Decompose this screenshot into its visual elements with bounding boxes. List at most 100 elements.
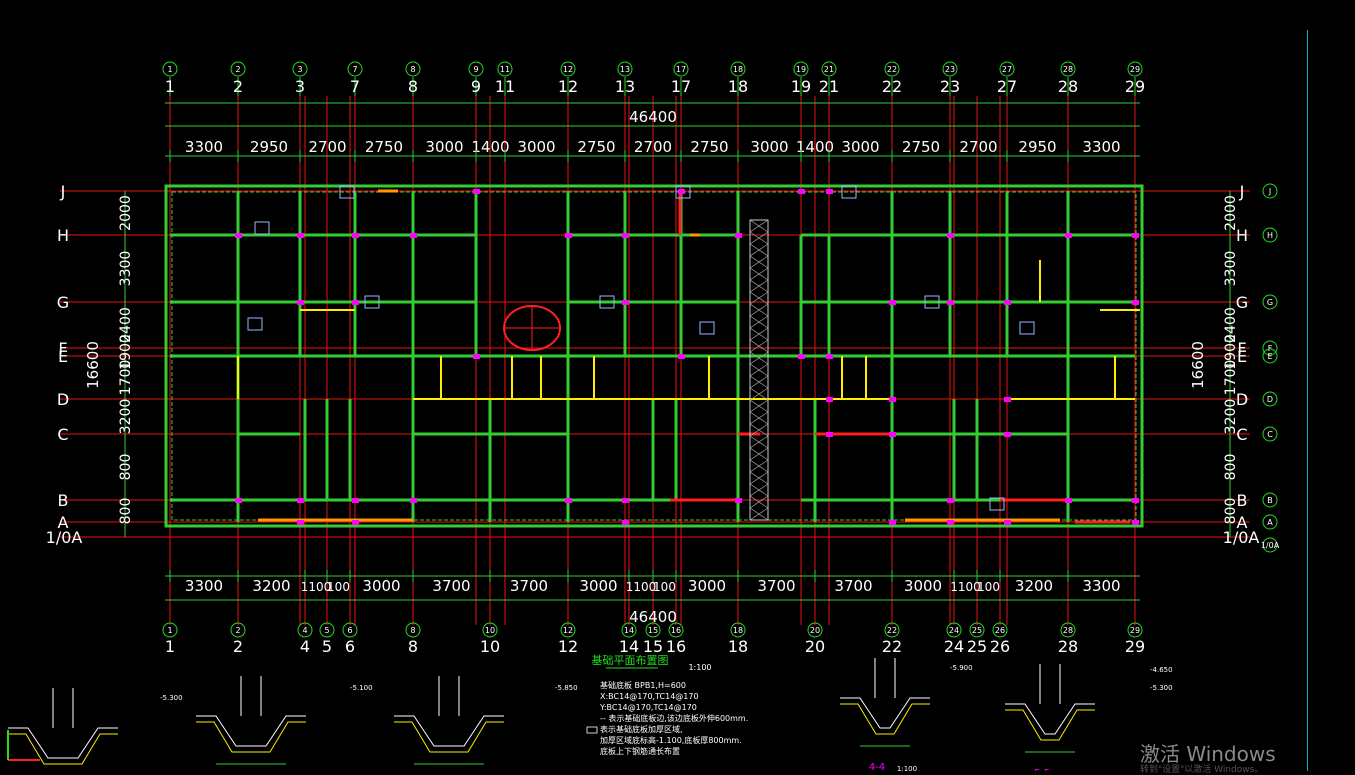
section-elevation: -5.100 — [350, 684, 373, 692]
row-label-right: C — [1236, 425, 1247, 444]
row-label-left: F — [58, 339, 67, 358]
hatch-line — [749, 459, 769, 473]
axis-circle — [730, 622, 746, 638]
dim-right-row: 1700 — [1223, 360, 1239, 396]
column-marker — [826, 432, 833, 437]
section-label: 5-5 — [1034, 768, 1050, 771]
axis-circle-label: 26 — [995, 626, 1005, 635]
axis-circle — [793, 61, 809, 77]
axis-label-top: 9 — [471, 77, 481, 96]
dim-top-total: 46400 — [629, 108, 677, 126]
dim-bottom-segment: 1100 — [950, 580, 981, 594]
axis-circle-label: 25 — [972, 626, 982, 635]
column-marker — [678, 189, 685, 194]
hatch-line — [749, 387, 769, 401]
axis-bubble-A: A — [1262, 514, 1278, 530]
dim-top-segment: 3000 — [841, 138, 879, 156]
row-label-left: B — [58, 491, 69, 510]
column-marker — [947, 520, 954, 525]
axis-circle-label: 13 — [620, 65, 630, 74]
dim-top-segment: 3000 — [517, 138, 555, 156]
row-label-right: E — [1237, 347, 1247, 366]
section-rebar — [840, 703, 930, 735]
axis-label-bottom: 25 — [967, 637, 987, 656]
column-marker — [798, 189, 805, 194]
axis-circle-label: 3 — [297, 65, 302, 74]
column-marker — [565, 233, 572, 238]
axis-circle — [292, 61, 308, 77]
axis-circle — [807, 622, 823, 638]
dim-right-row: 3200 — [1223, 399, 1239, 435]
row-label-right: F — [1237, 339, 1246, 358]
dim-bottom-segment: 3000 — [362, 577, 400, 595]
stair-shaft-hatch — [749, 219, 769, 521]
axis-circle — [468, 61, 484, 77]
dim-bottom-total: 46400 — [629, 608, 677, 626]
dim-right-row: 2000 — [1223, 195, 1239, 231]
axis-bubble-29: 29 — [1127, 61, 1143, 77]
axis-circle — [942, 61, 958, 77]
foundation-walls — [164, 184, 1144, 528]
axis-circle — [668, 622, 684, 638]
axis-circle-label: 29 — [1130, 65, 1140, 74]
axis-circle-label: 22 — [887, 626, 897, 635]
dim-left-row: 2400 — [118, 307, 134, 343]
activation-watermark: 激活 Windows — [1140, 742, 1276, 766]
axis-bubble-B: B — [1262, 492, 1278, 508]
axis-circle — [1127, 622, 1143, 638]
axis-circle-label: 19 — [796, 65, 806, 74]
axis-label-top: 7 — [350, 77, 360, 96]
axis-circle-label: 17 — [676, 65, 686, 74]
axis-label-bottom: 28 — [1058, 637, 1078, 656]
hatch-line — [749, 399, 769, 413]
dim-right-row: 2400 — [1223, 307, 1239, 343]
hatch-line — [749, 495, 769, 509]
row-label-right: 1/0A — [1223, 528, 1260, 547]
axis-circle — [162, 622, 178, 638]
column-marker — [297, 300, 304, 305]
axis-bubble-D: D — [1262, 391, 1278, 407]
axis-bubble-1: 1 — [162, 61, 178, 77]
axis-circle-label: 7 — [352, 65, 357, 74]
hatch-line — [749, 255, 769, 269]
pit-box — [1019, 321, 1035, 335]
axis-label-bottom: 4 — [300, 637, 310, 656]
axis-circle-label: 5 — [324, 626, 329, 635]
axis-bubble-12: 12 — [560, 622, 576, 638]
row-label-left: C — [57, 425, 68, 444]
section-profile — [840, 697, 930, 729]
axis-bubble-14: 14 — [621, 622, 637, 638]
axis-label-bottom: 8 — [408, 637, 418, 656]
section-rebar — [8, 733, 118, 765]
axis-bubble-24: 24 — [946, 622, 962, 638]
axis-circle — [1262, 426, 1278, 442]
axis-bubble-11: 11 — [497, 61, 513, 77]
axis-circle — [730, 61, 746, 77]
axis-label-bottom: 24 — [944, 637, 964, 656]
column-marker — [1065, 233, 1072, 238]
axis-label-bottom: 14 — [619, 637, 639, 656]
column-marker — [889, 432, 896, 437]
axis-circle — [1262, 391, 1278, 407]
axis-circle — [1262, 348, 1278, 364]
column-marker — [678, 354, 685, 359]
axis-circle-label: E — [1267, 352, 1272, 361]
column-marker — [410, 233, 417, 238]
pit-box — [924, 295, 940, 309]
axis-bubble-12: 12 — [560, 61, 576, 77]
dim-top-segment: 2750 — [690, 138, 728, 156]
axis-label-bottom: 2 — [233, 637, 243, 656]
axis-circle — [621, 622, 637, 638]
section-detail: 5-51:100 — [1005, 664, 1095, 771]
hatch-line — [749, 279, 769, 293]
dim-top-segment: 2950 — [250, 138, 288, 156]
axis-bubble-H: H — [1262, 227, 1278, 243]
column-marker — [1132, 520, 1139, 525]
axis-circle — [319, 622, 335, 638]
dim-bottom-segment: 3200 — [1015, 577, 1053, 595]
axis-circle — [560, 61, 576, 77]
axis-circle — [347, 61, 363, 77]
axis-label-top: 17 — [671, 77, 691, 96]
axis-circle — [482, 622, 498, 638]
